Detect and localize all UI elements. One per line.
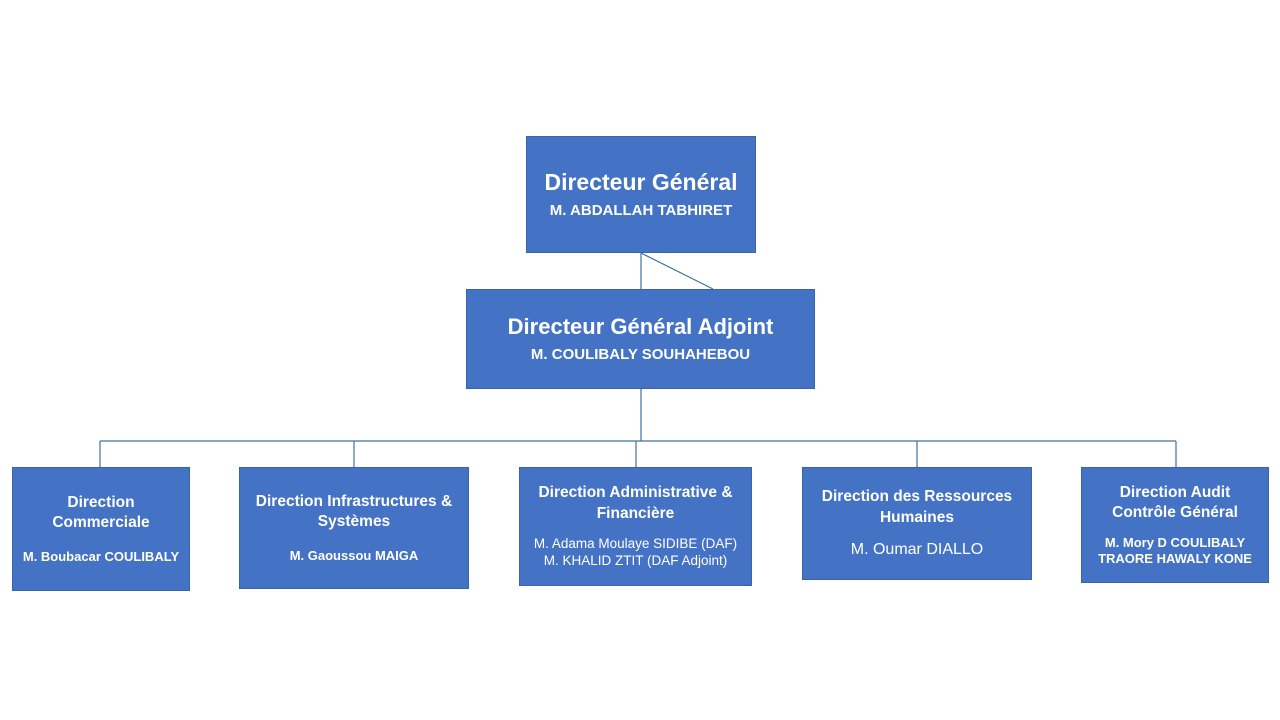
department-title: Direction Administrative & Financière xyxy=(538,483,732,523)
department-head-name: M. Oumar DIALLO xyxy=(850,540,984,558)
director-general-name: M. ABDALLAH TABHIRET xyxy=(549,202,733,220)
department-title-line: Direction Administrative & xyxy=(538,484,733,502)
director-general-title: Directeur Général xyxy=(544,169,738,196)
department-head: M. Gaoussou MAIGA xyxy=(290,548,419,564)
department-head-name: M. Adama Moulaye SIDIBE (DAF) xyxy=(533,535,738,551)
department-infrastructure-box: Direction Infrastructures & Systèmes M. … xyxy=(239,467,469,589)
department-audit-box: Direction Audit Contrôle Général M. Mory… xyxy=(1081,467,1269,583)
department-title: Direction Infrastructures & Systèmes xyxy=(256,492,452,532)
department-title-line: Direction des Ressources xyxy=(821,488,1013,506)
department-human-resources-box: Direction des Ressources Humaines M. Oum… xyxy=(802,467,1032,580)
department-title-line: Direction xyxy=(67,493,135,511)
department-title-line: Humaines xyxy=(879,508,955,526)
department-title-line: Direction Infrastructures & xyxy=(255,492,453,510)
department-title: Direction des Ressources Humaines xyxy=(822,487,1012,527)
department-title: Direction Commerciale xyxy=(52,493,149,533)
deputy-director-general-box: Directeur Général Adjoint M. COULIBALY S… xyxy=(466,289,815,389)
department-head-name: M. KHALID ZTIT (DAF Adjoint) xyxy=(543,552,728,568)
department-head: M. Adama Moulaye SIDIBE (DAF) M. KHALID … xyxy=(534,536,737,570)
department-administrative-box: Direction Administrative & Financière M.… xyxy=(519,467,752,586)
deputy-director-general-title: Directeur Général Adjoint xyxy=(507,314,774,340)
department-head-name: M. Gaoussou MAIGA xyxy=(289,548,419,564)
department-title-line: Commerciale xyxy=(52,513,150,531)
department-title-line: Contrôle Général xyxy=(1112,503,1238,521)
department-head-name: M. Mory D COULIBALY xyxy=(1104,534,1246,550)
department-title-line: Financière xyxy=(596,504,675,522)
department-commercial-box: Direction Commerciale M. Boubacar COULIB… xyxy=(12,467,190,591)
department-title: Direction Audit Contrôle Général xyxy=(1112,483,1238,523)
connector-dg-assistant-diagonal xyxy=(640,252,714,290)
department-head: M. Boubacar COULIBALY xyxy=(23,549,179,565)
department-title-line: Direction Audit xyxy=(1119,483,1231,501)
director-general-box: Directeur Général M. ABDALLAH TABHIRET xyxy=(526,136,756,253)
department-head-name: TRAORE HAWALY KONE xyxy=(1098,551,1252,567)
deputy-director-general-name: M. COULIBALY SOUHAHEBOU xyxy=(530,345,751,363)
department-title-line: Systèmes xyxy=(317,512,391,530)
department-head-name: M. Boubacar COULIBALY xyxy=(22,549,180,565)
department-head: M. Oumar DIALLO xyxy=(851,540,983,560)
department-head: M. Mory D COULIBALY TRAORE HAWALY KONE xyxy=(1098,535,1252,568)
